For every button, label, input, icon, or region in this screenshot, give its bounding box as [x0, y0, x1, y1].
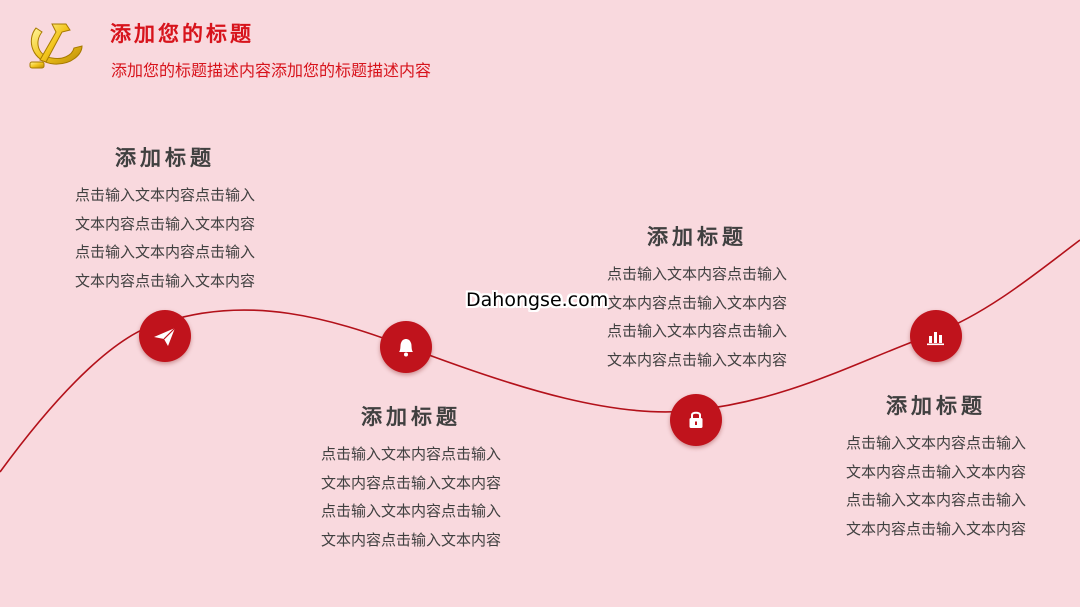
paper-plane-icon: [154, 327, 176, 346]
timeline-node-4[interactable]: [910, 310, 962, 362]
item-text-line: 文本内容点击输入文本内容: [320, 473, 501, 492]
timeline-item-2: 添加标题 点击输入文本内容点击输入 文本内容点击输入文本内容 点击输入文本内容点…: [311, 402, 511, 554]
page-title: 添加您的标题: [110, 22, 254, 46]
item-text-line: 文本内容点击输入文本内容: [606, 350, 787, 369]
item-text-line: 文本内容点击输入文本内容: [845, 519, 1026, 538]
timeline-item-3: 添加标题 点击输入文本内容点击输入 文本内容点击输入文本内容 点击输入文本内容点…: [597, 222, 797, 374]
item-text-line: 点击输入文本内容点击输入: [320, 445, 501, 463]
item-text-line: 文本内容点击输入文本内容: [74, 214, 255, 233]
timeline-item-1: 添加标题 点击输入文本内容点击输入 文本内容点击输入文本内容 点击输入文本内容点…: [65, 143, 265, 295]
item-title: 添加标题: [361, 405, 461, 429]
item-title: 添加标题: [886, 394, 986, 418]
bell-icon: [399, 339, 413, 357]
item-text-line: 点击输入文本内容点击输入: [606, 265, 787, 283]
item-text-line: 文本内容点击输入文本内容: [845, 462, 1026, 481]
bar-chart-icon: [927, 332, 944, 346]
item-text-line: 文本内容点击输入文本内容: [74, 271, 255, 290]
party-emblem-logo: [29, 23, 83, 69]
item-title: 添加标题: [115, 146, 215, 170]
timeline-node-1[interactable]: [139, 310, 191, 362]
timeline-item-4: 添加标题 点击输入文本内容点击输入 文本内容点击输入文本内容 点击输入文本内容点…: [836, 391, 1036, 543]
item-text-line: 点击输入文本内容点击输入: [74, 186, 255, 204]
item-title: 添加标题: [647, 225, 747, 249]
item-text-line: 点击输入文本内容点击输入: [320, 502, 501, 520]
page-subtitle: 添加您的标题描述内容添加您的标题描述内容: [111, 61, 432, 80]
item-text-line: 点击输入文本内容点击输入: [845, 491, 1026, 509]
item-text-line: 点击输入文本内容点击输入: [606, 322, 787, 340]
item-text-line: 文本内容点击输入文本内容: [606, 293, 787, 312]
lock-icon: [689, 411, 703, 428]
item-text-line: 点击输入文本内容点击输入: [845, 434, 1026, 452]
timeline-node-2[interactable]: [380, 321, 432, 373]
item-text-line: 文本内容点击输入文本内容: [320, 530, 501, 549]
item-text-line: 点击输入文本内容点击输入: [74, 243, 255, 261]
watermark: Dahongse.com: [466, 289, 609, 311]
timeline-node-3[interactable]: [670, 394, 722, 446]
